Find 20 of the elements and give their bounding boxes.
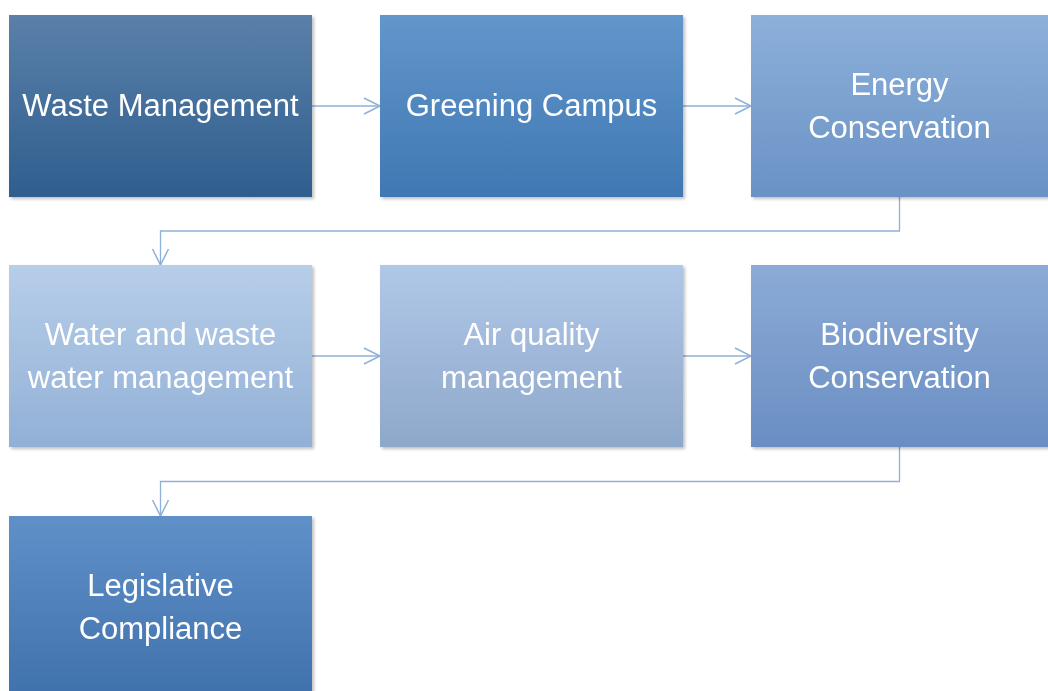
arrow bbox=[682, 97, 752, 115]
process-box bbox=[9, 15, 312, 197]
process-box bbox=[380, 265, 683, 447]
box-label: Water and waste water management bbox=[26, 315, 295, 397]
arrow bbox=[682, 347, 752, 365]
process-box bbox=[9, 265, 312, 447]
arrow bbox=[311, 97, 381, 115]
process-box bbox=[751, 265, 1048, 447]
process-box bbox=[9, 516, 312, 691]
arrow bbox=[151, 446, 901, 517]
box-label: Legislative Compliance bbox=[77, 566, 244, 648]
box-label: Waste Management bbox=[21, 87, 300, 126]
box-label: Biodiversity Conservation bbox=[807, 315, 992, 397]
process-box bbox=[751, 15, 1048, 197]
box-label: Energy Conservation bbox=[807, 65, 992, 147]
arrow bbox=[151, 196, 901, 266]
process-box bbox=[380, 15, 683, 197]
arrow bbox=[311, 347, 381, 365]
box-label: Greening Campus bbox=[404, 87, 659, 126]
box-label: Air quality management bbox=[440, 315, 623, 397]
